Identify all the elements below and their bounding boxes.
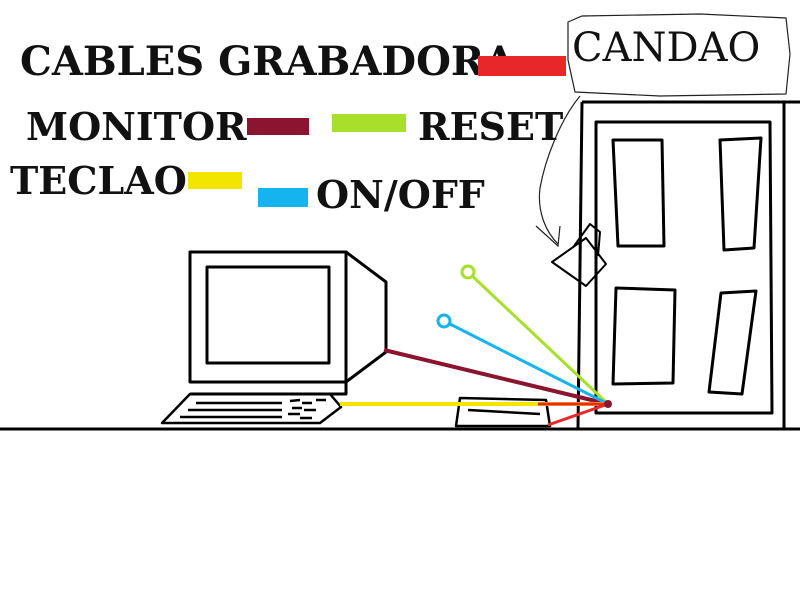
legend-label-reset: RESET	[418, 104, 564, 149]
legend-label-on-off: ON/OFF	[316, 172, 485, 217]
cable-grabadora-2	[547, 402, 609, 427]
callout-label-candao: CANDAO	[572, 25, 761, 71]
padlock-icon	[551, 223, 607, 287]
callout-box	[567, 13, 791, 97]
legend-swatch-teclao	[188, 172, 242, 189]
legend-label-monitor: MONITOR	[26, 104, 247, 149]
reset-cable-ring	[460, 264, 476, 280]
cable-monitor	[383, 348, 609, 406]
legend-label-teclao: TECLAO	[10, 158, 187, 203]
cable-junction	[604, 400, 612, 408]
crt-monitor-icon	[188, 250, 388, 396]
legend-swatch-on-off	[258, 188, 308, 207]
legend-label-cables-grabadora: CABLES GRABADORA	[20, 38, 516, 85]
callout-arrow	[535, 95, 581, 248]
cable-on-off	[443, 319, 609, 406]
legend-swatch-monitor	[247, 118, 309, 135]
keyboard-icon	[160, 392, 343, 425]
legend-swatch-reset	[332, 114, 406, 132]
on-off-cable-ring	[436, 313, 452, 329]
cable-reset	[466, 270, 610, 406]
recorder-box-icon	[454, 396, 552, 428]
legend-swatch-cables-grabadora	[478, 56, 566, 76]
door-icon	[576, 100, 800, 429]
